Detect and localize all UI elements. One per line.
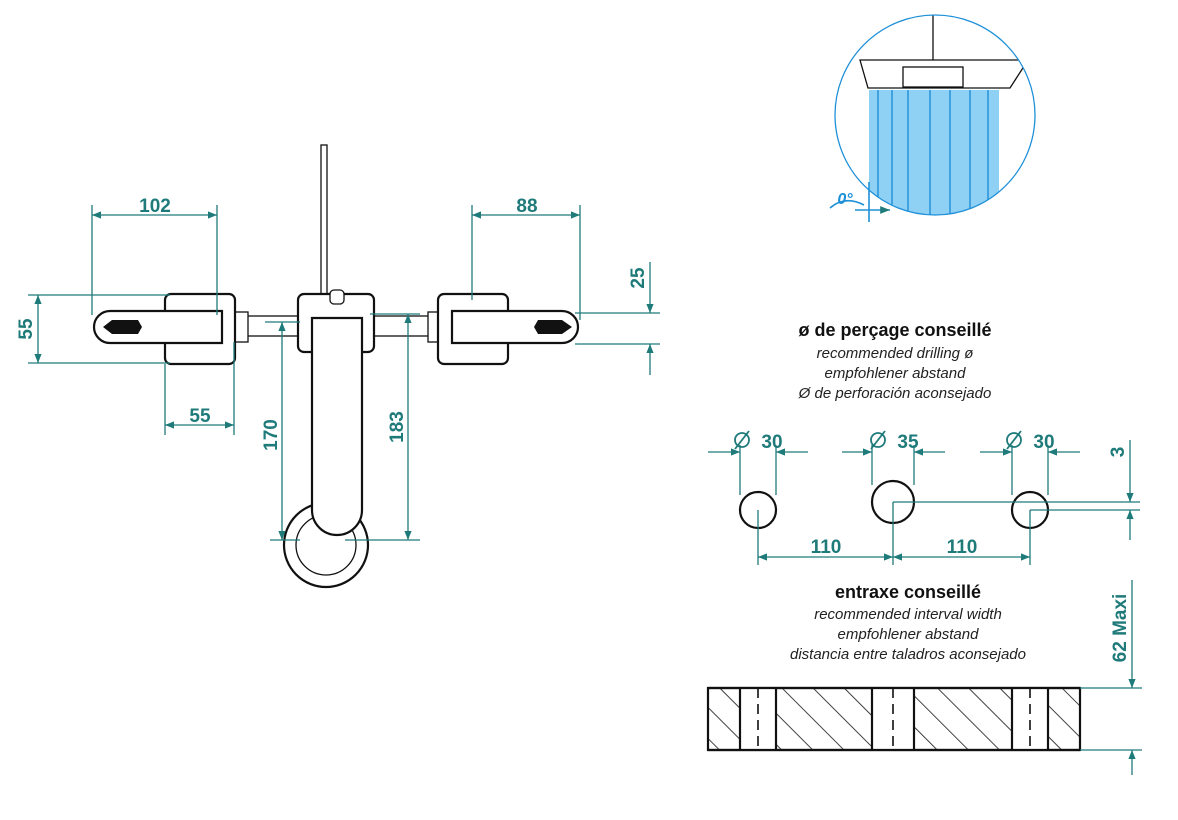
spacing-left-label: 110: [811, 537, 842, 558]
spray-angle-label: 0°: [837, 191, 853, 208]
drilling-subtitle-es: Ø de perforación aconsejado: [798, 385, 992, 402]
pull-rod: [320, 144, 328, 296]
right-lever: [450, 309, 580, 345]
spray-detail: 0°: [829, 14, 1036, 222]
left-lever: [92, 309, 224, 345]
drilling-section: ø de perçage conseillé recommended drill…: [708, 320, 1140, 565]
hole-center-diameter: 35: [897, 432, 919, 453]
detail-circle-outline: [834, 14, 1036, 216]
dim-55-left-label: 55: [16, 318, 37, 340]
max-thickness-label: 62 Maxi: [1110, 594, 1131, 663]
left-lever-insert: [103, 320, 142, 334]
diameter-symbol-icon: [1006, 430, 1022, 450]
dim-102-label: 102: [139, 196, 171, 217]
left-nut: [233, 311, 249, 343]
hole-right-diameter: 30: [1033, 432, 1054, 453]
faucet-view: [92, 144, 580, 589]
interval-subtitle-en: recommended interval width: [814, 606, 1002, 623]
dim-55-bottom-label: 55: [189, 406, 211, 427]
faucet-dimensions: 102 88 55 55 25 170 183: [16, 196, 660, 541]
interval-section: entraxe conseillé recommended interval w…: [706, 580, 1142, 775]
dim-183-label: 183: [387, 411, 408, 443]
dim-88-label: 88: [516, 196, 537, 217]
water-stream: [869, 90, 999, 215]
center-knob: [329, 289, 345, 305]
spacing-right-label: 110: [947, 537, 978, 558]
hole-left-diameter: 30: [761, 432, 782, 453]
right-lever-insert: [534, 320, 572, 334]
spout: [310, 316, 364, 537]
aerator-center: [902, 66, 964, 88]
offset-label: 3: [1108, 447, 1129, 458]
diameter-symbol-icon: [734, 430, 750, 450]
diameter-symbol-icon: [870, 430, 886, 450]
interval-subtitle-es: distancia entre taladros aconsejado: [790, 646, 1026, 663]
drilling-subtitle-en: recommended drilling ø: [817, 345, 974, 362]
interval-title: entraxe conseillé: [835, 582, 981, 602]
drilling-title: ø de perçage conseillé: [798, 320, 991, 340]
dim-25-label: 25: [628, 267, 649, 289]
dim-170-label: 170: [261, 419, 282, 451]
interval-subtitle-de: empfohlener abstand: [838, 626, 980, 643]
drilling-subtitle-de: empfohlener abstand: [825, 365, 967, 382]
